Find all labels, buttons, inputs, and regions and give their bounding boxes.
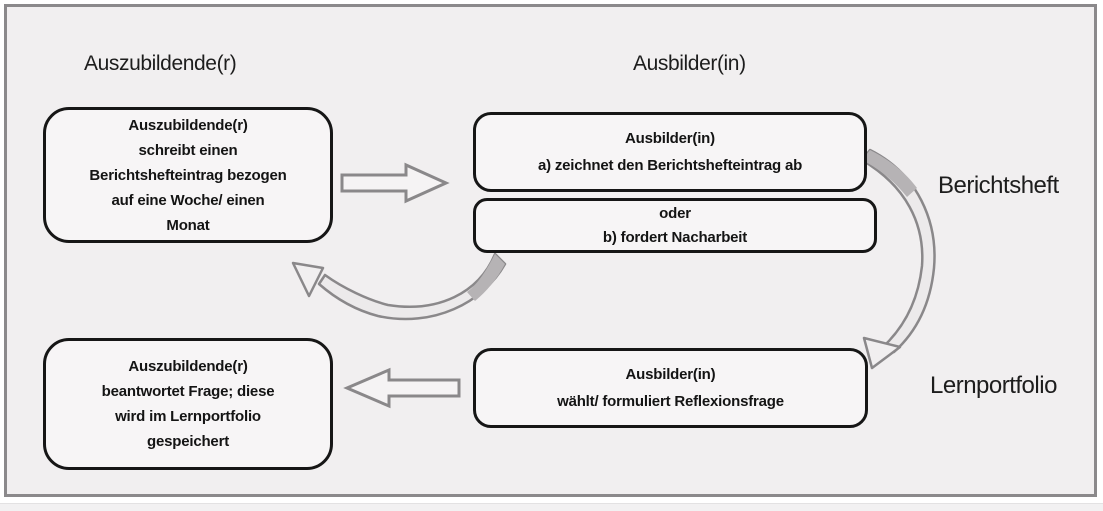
label-berichtsheft: Berichtsheft bbox=[938, 172, 1059, 199]
box-azubi-beantwortet-frage: Auszubildende(r) beantwortet Frage; dies… bbox=[43, 338, 333, 470]
column-heading-auszubildende: Auszubildende(r) bbox=[84, 52, 237, 75]
box-ausbilder-reflexionsfrage: Ausbilder(in) wählt/ formuliert Reflexio… bbox=[473, 348, 868, 428]
box-oder-fordert-nacharbeit: oder b) fordert Nacharbeit bbox=[473, 198, 877, 253]
box-azubi-schreibt-berichtshefteintrag: Auszubildende(r) schreibt einen Berichts… bbox=[43, 107, 333, 243]
block-arrow-left-icon bbox=[343, 367, 461, 409]
column-heading-ausbilder: Ausbilder(in) bbox=[633, 52, 746, 75]
label-lernportfolio: Lernportfolio bbox=[930, 372, 1057, 399]
box-ausbilder-zeichnet-ab: Ausbilder(in) a) zeichnet den Berichtshe… bbox=[473, 112, 867, 192]
curved-arrow-down-icon bbox=[860, 148, 936, 370]
block-arrow-right-icon bbox=[340, 162, 450, 204]
bottom-strip bbox=[0, 503, 1103, 511]
curved-arrow-up-left-icon bbox=[291, 252, 507, 321]
